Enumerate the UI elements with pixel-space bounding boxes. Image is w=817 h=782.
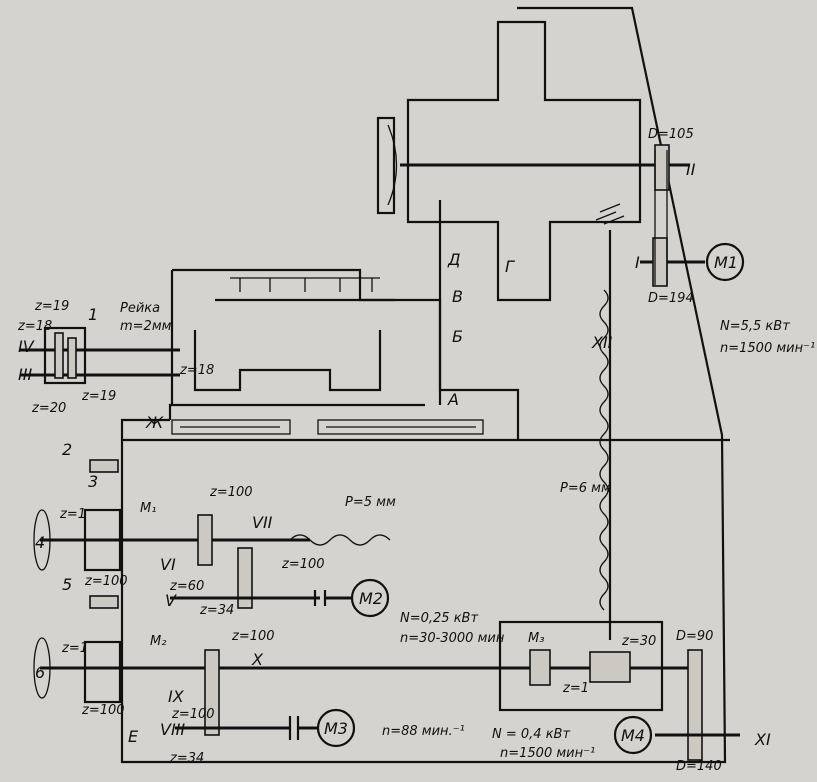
section-labels: Д Г В Б А Ж Е — [128, 250, 515, 746]
motor-labels: M1 N=5,5 кВт n=1500 мин⁻¹ M2 N=0,25 кВт … — [324, 253, 815, 761]
gear-z34b: z=34 — [169, 751, 204, 766]
shaft-x-label: X — [251, 650, 264, 669]
gear-z100f: z=100 — [171, 707, 215, 722]
shaft-v-label: V — [165, 591, 177, 610]
pulley-d90: D=90 — [676, 629, 713, 644]
rack-and-screw-labels: Рейка m=2мм P=5 мм P=6 мм — [120, 301, 611, 510]
motor-m2-label: M2 — [359, 589, 383, 608]
number-5: 5 — [62, 575, 72, 594]
gear-z60: z=60 — [169, 579, 204, 594]
clutch-m2-label: M₂ — [150, 634, 166, 649]
number-3: 3 — [88, 472, 98, 491]
clutch-m1-label: M₁ — [140, 501, 156, 516]
gear-z20: z=20 — [31, 401, 66, 416]
shaft-iv-label: IV — [18, 337, 35, 356]
machine-frame — [120, 6, 730, 764]
shaft-iii-label: III — [18, 365, 32, 384]
shaft-ii-label: II — [686, 160, 696, 179]
label-zh: Ж — [145, 413, 164, 432]
motor-m3-speed: n=88 мин.⁻¹ — [382, 724, 465, 739]
gear-z1a: z=1 — [59, 507, 86, 522]
label-a: А — [447, 390, 459, 409]
spindle-drive — [400, 144, 745, 287]
shaft-vii-label: VII — [252, 513, 273, 532]
motor-m4-label: M4 — [621, 726, 645, 745]
motor-m1-speed: n=1500 мин⁻¹ — [720, 341, 815, 356]
shaft-labels: II I IV III XII VII VI V X IX VIII XI — [18, 160, 771, 749]
number-6: 6 — [35, 663, 45, 682]
clutch-labels: M₁ M₂ M₃ — [140, 501, 544, 649]
shaft-viii-label: VIII — [160, 720, 185, 739]
pulley-labels: D=105 D=194 D=90 D=140 — [648, 127, 722, 774]
motor-m2-speed: n=30-3000 мин — [400, 631, 505, 646]
screw-p6: P=6 мм — [560, 481, 611, 496]
motor-m4-power: N = 0,4 кВт — [492, 727, 570, 742]
gear-z100c: z=100 — [84, 574, 128, 589]
label-d: Д — [447, 250, 461, 269]
rack-module: m=2мм — [120, 319, 172, 334]
gear-z19a: z=19 — [34, 299, 69, 314]
motor-m3-label: M3 — [324, 719, 348, 738]
clutch-m3-label: M₃ — [528, 631, 544, 646]
gear-z100d: z=100 — [231, 629, 275, 644]
gear-z100e: z=100 — [81, 703, 125, 718]
shaft-vi-label: VI — [160, 555, 176, 574]
motor-m1-symbol — [705, 242, 745, 282]
gearbox-iii-iv — [20, 326, 180, 385]
shaft-ix-label: IX — [168, 687, 185, 706]
shaft-i-label: I — [635, 253, 640, 272]
pulley-d105: D=105 — [648, 127, 694, 142]
vertical-screw-xii — [595, 203, 625, 640]
gear-z1c: z=1 — [562, 681, 589, 696]
motor-m4-speed: n=1500 мин⁻¹ — [500, 746, 595, 761]
gear-z1b: z=1 — [61, 641, 88, 656]
lower-gearbox — [33, 595, 740, 761]
number-4: 4 — [35, 533, 45, 552]
shaft-xii-label: XII — [591, 333, 613, 352]
number-1: 1 — [88, 305, 98, 324]
gear-z34a: z=34 — [199, 603, 234, 618]
gear-z100a: z=100 — [209, 485, 253, 500]
pulley-d140: D=140 — [676, 759, 722, 774]
rack-title: Рейка — [120, 301, 160, 316]
pulley-d194: D=194 — [648, 291, 694, 306]
label-e: Е — [128, 727, 139, 746]
gear-labels: z=19 z=18 z=20 z=19 z=18 z=1 z=100 z=100… — [17, 299, 656, 766]
screw-p5: P=5 мм — [345, 495, 396, 510]
item-numbers: 1 2 3 4 5 6 — [35, 305, 98, 682]
gear-z100b: z=100 — [281, 557, 325, 572]
gear-z18b: z=18 — [179, 363, 214, 378]
gear-z19b: z=19 — [81, 389, 116, 404]
motor-m2-power: N=0,25 кВт — [400, 611, 478, 626]
label-b: Б — [452, 327, 463, 346]
feed-gearbox — [33, 459, 391, 618]
gear-z18a: z=18 — [17, 319, 52, 334]
shaft-xi-label: XI — [754, 730, 771, 749]
number-2: 2 — [62, 440, 72, 459]
label-g: Г — [505, 257, 515, 276]
motor-m1-power: N=5,5 кВт — [720, 319, 790, 334]
gear-z30: z=30 — [621, 634, 656, 649]
motor-m1-label: M1 — [714, 253, 738, 272]
label-v: В — [452, 287, 463, 306]
